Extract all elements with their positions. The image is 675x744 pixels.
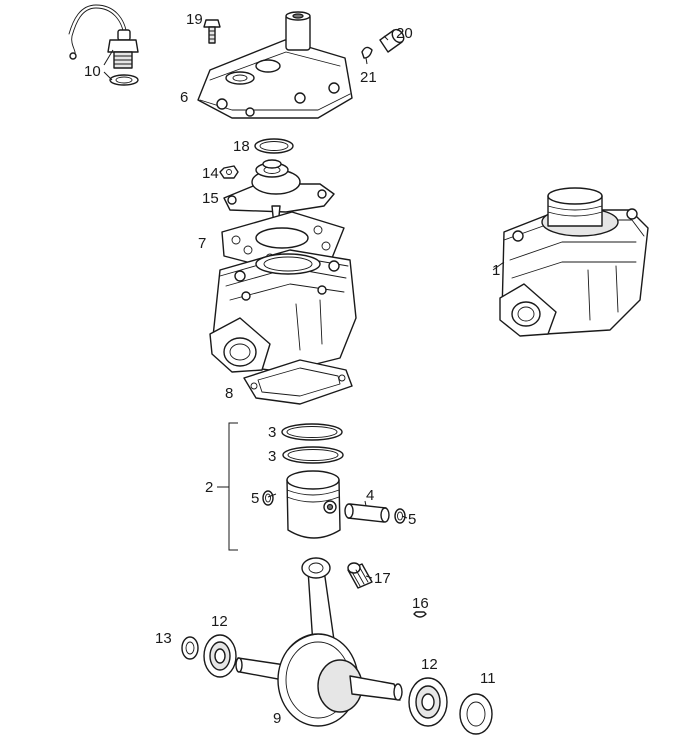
label-part-19: 19 (186, 11, 203, 28)
part-19-bolt (203, 19, 221, 44)
part-1-cylinder-piston-kit (499, 187, 649, 337)
part-3-piston-ring-upper (281, 423, 343, 441)
part-15-cylinder-head (223, 159, 335, 227)
label-part-14: 14 (202, 165, 219, 182)
part-6-head-cover (197, 11, 353, 119)
part-17-needle-bearing (347, 562, 373, 589)
label-part-15: 15 (202, 190, 219, 207)
label-part-3-lower: 3 (268, 448, 276, 465)
cylinder-exploded (209, 249, 357, 373)
label-assembly-2: 2 (205, 479, 213, 496)
label-part-4: 4 (366, 487, 374, 504)
part-3-piston-ring-lower (282, 446, 344, 464)
label-part-10: 10 (84, 63, 101, 80)
label-part-9: 9 (273, 710, 281, 727)
assembly-2-bracket (217, 422, 238, 551)
part-8-base-gasket (243, 359, 353, 405)
part-4-piston-pin (344, 503, 390, 523)
part-5-circlip-right (394, 508, 406, 524)
part-11-oil-seal-right (459, 693, 493, 735)
part-10-temperature-sensor (68, 4, 139, 86)
label-part-3-upper: 3 (268, 424, 276, 441)
part-9-crankshaft (235, 557, 403, 727)
label-part-5-right: 5 (408, 511, 416, 528)
label-part-20: 20 (396, 25, 413, 42)
part-12-bearing-left (203, 634, 237, 678)
label-part-7: 7 (198, 235, 206, 252)
part-13-oil-seal-left (181, 636, 199, 660)
piston (286, 470, 341, 539)
label-part-13: 13 (155, 630, 172, 647)
part-16-woodruff-key (413, 611, 427, 618)
callout-labels: 19 20 21 10 6 18 14 15 7 1 8 3 3 2 5 4 5… (84, 11, 500, 727)
label-part-11: 11 (480, 670, 496, 687)
label-part-21: 21 (360, 69, 377, 86)
leader-lines (103, 35, 505, 579)
label-part-1: 1 (492, 262, 500, 279)
label-part-6: 6 (180, 89, 188, 106)
part-5-circlip-left (262, 490, 274, 506)
part-14-nut (219, 165, 239, 179)
label-part-5-left: 5 (251, 490, 259, 507)
label-part-12-right: 12 (421, 656, 438, 673)
label-part-8: 8 (225, 385, 233, 402)
part-20-plug-cap (379, 28, 405, 53)
part-18-o-ring (254, 138, 294, 154)
label-part-17: 17 (374, 570, 391, 587)
label-part-16: 16 (412, 595, 429, 612)
label-part-12-left: 12 (211, 613, 228, 630)
part-12-bearing-right (408, 677, 448, 727)
label-part-18: 18 (233, 138, 250, 155)
part-21-clip (361, 46, 373, 59)
